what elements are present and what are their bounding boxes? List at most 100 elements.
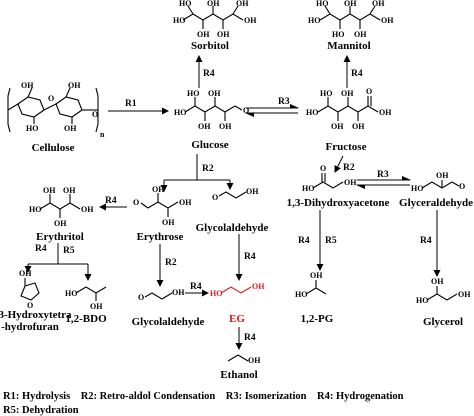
atom-label: OH [43,186,56,195]
atom-label: OH [152,185,165,194]
reaction-r1-label: R1 [125,99,137,109]
atom-label: OH [54,219,67,228]
atom-label: OH [81,205,94,214]
reaction-r3-label: R3 [377,170,389,180]
atom-label: OH [19,269,32,278]
reaction-r4-label: R4 [420,236,432,246]
atom-label: HO [174,108,186,117]
hydroxytetrahydrofuran-structure: OH O [19,269,40,310]
glucose-label: Glucose [191,139,228,151]
sorbitol-label: Sorbitol [191,40,229,52]
atom-label: OH [341,89,354,98]
ethanol-structure: OH [227,354,261,365]
legend-line-2: R5: Dehydration [3,405,79,416]
reaction-r4-label: R4 [244,333,256,343]
fructose-structure: HO HO OH OH OH O OH [306,87,392,131]
pg-label: 1,2-PG [301,313,334,325]
atom-label: OH [331,122,344,131]
atom-label: OH [248,356,261,365]
atom-label: O [92,110,98,119]
atom-label: OH [68,81,81,90]
atom-label: HO [316,0,328,8]
atom-label: HO [210,289,222,298]
atom-label: OH [90,302,103,311]
glycolaldehyde-top-label: Glycolaldehyde [196,222,269,234]
erythritol-label: Erythritol [36,231,84,243]
atom-label: OH [458,290,471,299]
atom-label: OH [197,30,210,39]
pg-structure: HO OH [295,271,327,299]
reaction-r5-label: R5 [325,236,337,246]
bdo-structure: HO OH [65,286,107,311]
erythrose-structure: O OH OH OH [133,185,192,227]
glyceraldehyde-structure: HO OH O [411,171,465,193]
repeat-n: n [100,130,105,139]
atom-label: OH [207,0,220,8]
atom-label: HO [187,89,199,98]
reaction-r4-label: R4 [203,69,215,79]
atom-label: OH [372,0,385,8]
atom-label: HO [65,289,77,298]
atom-label: O [48,94,54,103]
reaction-r4-label: R4 [190,282,202,292]
atom-label: O [27,301,33,310]
atom-label: OH [21,81,34,90]
dihydroxyacetone-structure: HO O OH [302,164,357,193]
atom-label: OH [198,122,211,131]
atom-label: OH [436,171,449,180]
reaction-r2-label: R2 [165,258,177,268]
hydroxytetrahydrofuran-label-1: 3-Hydroxytetra [0,309,72,321]
atom-label: OH [431,277,444,286]
glycolaldehyde-structure: O OH [212,187,259,202]
reaction-r4-label: R4 [105,196,117,206]
erythritol-structure: HO OH OH OH OH [29,186,94,228]
reaction-r3-label: R3 [278,97,290,107]
atom-label: HO [179,0,191,8]
eg-structure: HO OH [210,282,265,298]
reaction-r4-label: R4 [351,69,363,79]
atom-label: HO [173,16,185,25]
atom-label: OH [310,271,323,280]
bdo-label: 1,2-BDO [65,313,107,325]
atom-label: O [320,164,326,173]
atom-label: OH [64,124,77,133]
atom-label: OH [179,198,192,207]
atom-label: OH [344,178,357,187]
atom-label: HO [306,108,318,117]
atom-label: OH [379,108,392,117]
glycolaldehyde-bottom-label: Glycolaldehyde [132,316,205,328]
atom-label: O [459,182,465,191]
atom-label: HO [411,184,423,193]
glycerol-label: Glycerol [423,316,463,328]
atom-label: HO [416,296,428,305]
atom-label: OH [354,30,367,39]
atom-label: OH [236,0,249,8]
ethanol-label: Ethanol [220,369,257,381]
atom-label: HO [302,184,314,193]
reaction-r2-label: R2 [343,163,355,173]
atom-label: OH [219,122,232,131]
atom-label: OH [208,89,221,98]
atom-label: OH [381,16,394,25]
atom-label: O [366,87,372,96]
atom-label: HO [29,205,41,214]
glycolaldehyde-bottom-structure: O OH [138,288,185,302]
atom-label: OH [162,218,175,227]
atom-label: OH [172,288,185,297]
glucose-structure: HO HO OH OH OH O [174,89,249,131]
atom-label: O [133,198,139,207]
legend-line-1: R1: Hydrolysis R2: Retro-aldol Condensat… [3,391,404,402]
glyceraldehyde-label: Glyceraldehyde [399,197,473,209]
fructose-label: Fructose [326,141,367,153]
atom-label: HO [295,290,307,299]
erythrose-label: Erythrose [137,231,184,243]
atom-label: OH [252,282,265,291]
reaction-r4-label: R4 [244,252,256,262]
reaction-r2-label: R2 [202,164,214,174]
reaction-r4-label: R4 [35,244,47,254]
atom-label: O [243,106,249,115]
atom-label: OH [63,186,76,195]
atom-label: OH [244,16,257,25]
hydroxytetrahydrofuran-label-2: -hydrofuran [1,321,59,333]
atom-label: HO [320,89,332,98]
